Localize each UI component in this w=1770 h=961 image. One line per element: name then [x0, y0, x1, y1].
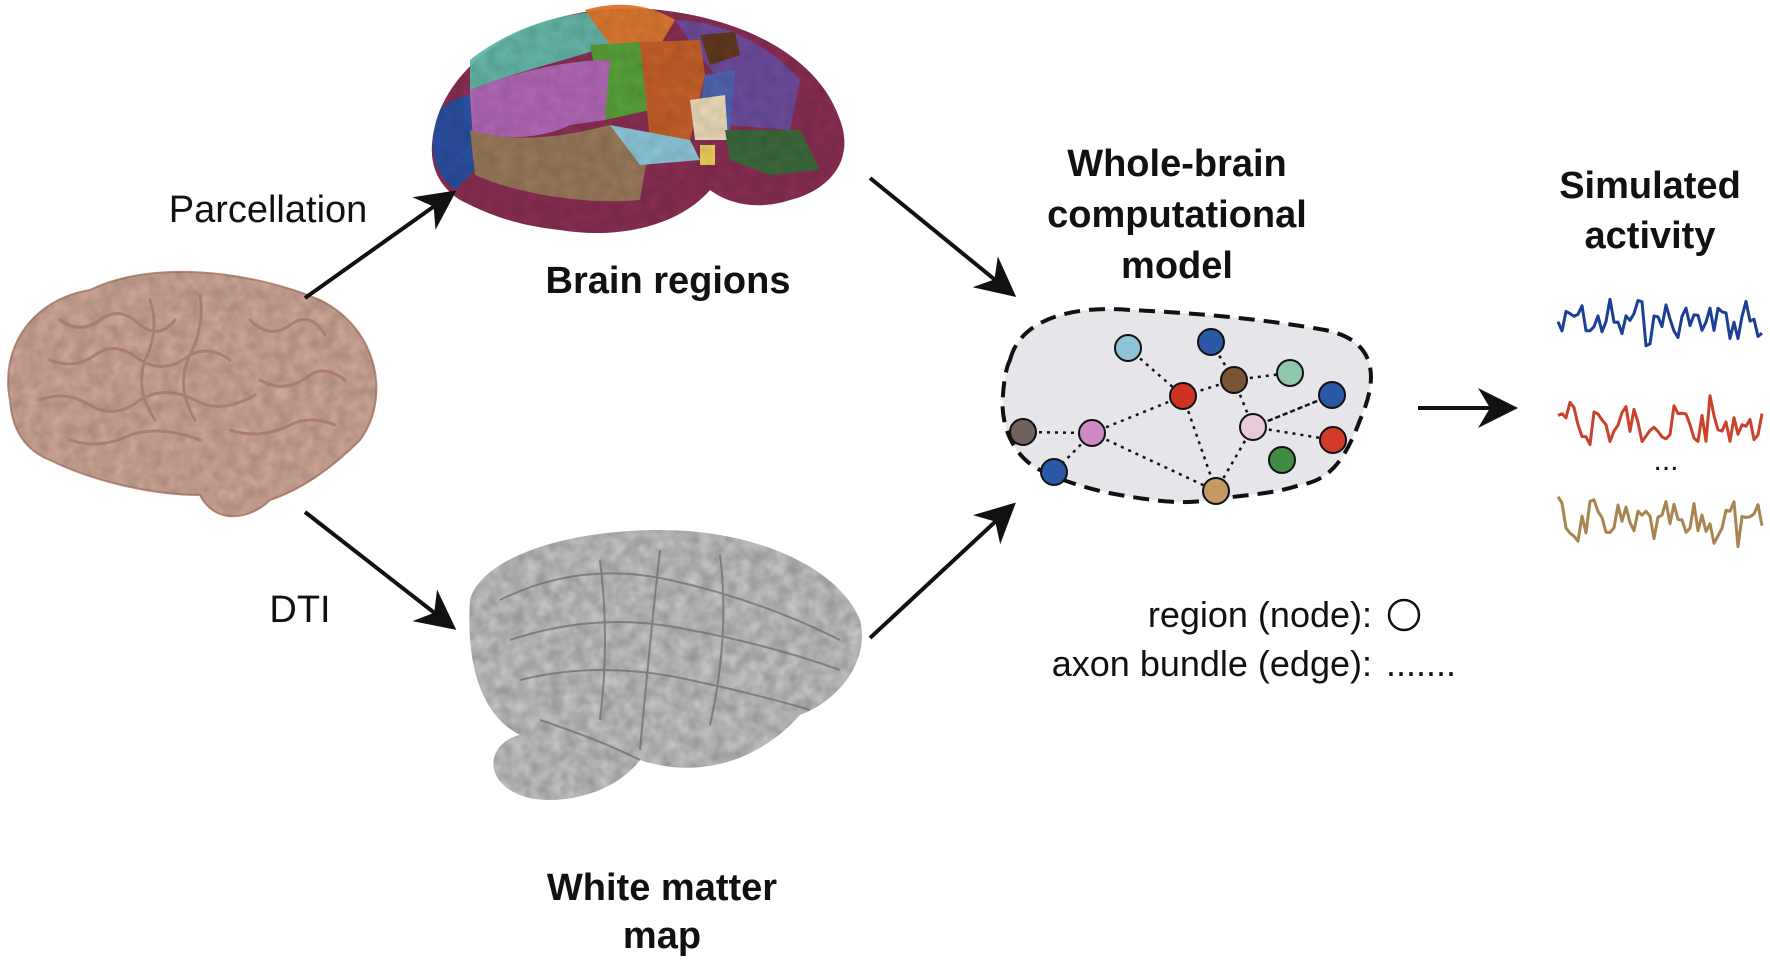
network-node	[1268, 446, 1296, 474]
arrow-regions-to-model	[868, 176, 1017, 298]
legend-node-symbol	[1387, 598, 1421, 632]
parcellated-brain-image	[431, 4, 845, 234]
label-white-matter: White matter	[547, 867, 777, 909]
trace-blue	[1556, 297, 1763, 348]
arrow-dti	[303, 510, 457, 630]
network-edge	[1091, 431, 1217, 493]
network-node	[1276, 359, 1304, 387]
label-model-line1: Whole-brain	[1067, 143, 1287, 185]
network-nodes	[1009, 328, 1347, 505]
label-model-line2: computational	[1047, 194, 1307, 236]
label-activity: activity	[1585, 215, 1716, 257]
legend-edge-symbol: .......	[1386, 643, 1456, 684]
network-node	[1202, 477, 1230, 505]
network-node	[1114, 334, 1142, 362]
network-node	[1009, 418, 1037, 446]
network-model	[1000, 307, 1373, 505]
network-node	[1197, 328, 1225, 356]
network-edge	[1252, 425, 1334, 442]
legend-node-label: region (node):	[1148, 594, 1372, 635]
legend-edge-label: axon bundle (edge):	[1052, 643, 1372, 684]
network-node	[1220, 366, 1248, 394]
network-node	[1169, 382, 1197, 410]
network-node	[1318, 381, 1346, 409]
trace-red	[1557, 394, 1764, 447]
trace-tan	[1556, 495, 1764, 549]
label-model-line3: model	[1121, 245, 1233, 287]
label-brain-regions: Brain regions	[546, 260, 791, 302]
network-node	[1319, 426, 1347, 454]
network-edge	[1091, 394, 1184, 435]
label-simulated: Simulated	[1559, 165, 1741, 207]
natural-brain-image	[7, 270, 378, 518]
legend	[1387, 598, 1421, 632]
label-dti: DTI	[269, 589, 330, 631]
simulated-traces	[1556, 297, 1764, 549]
arrows	[303, 176, 1518, 640]
network-node	[1040, 458, 1068, 486]
arrow-whitematter-to-model	[868, 502, 1016, 640]
arrow-parcellation	[303, 190, 457, 300]
network-edge	[1252, 393, 1333, 429]
trace-ellipsis: ...	[1653, 444, 1678, 477]
network-node	[1078, 419, 1106, 447]
network-node	[1239, 413, 1267, 441]
label-parcellation: Parcellation	[169, 189, 368, 231]
white-matter-image	[469, 530, 862, 800]
network-edge	[1181, 395, 1218, 492]
label-white-matter-map: map	[623, 915, 701, 957]
